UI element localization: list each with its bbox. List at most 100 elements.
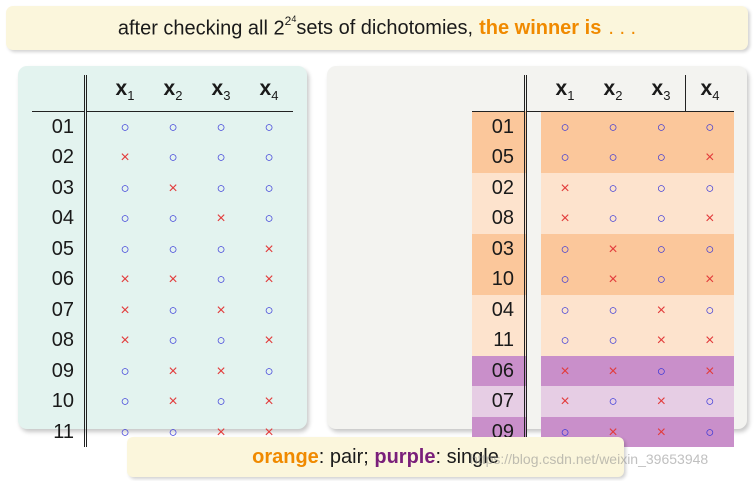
label-cell: ○ bbox=[589, 386, 637, 417]
label-cell: ○ bbox=[197, 142, 245, 173]
row-id: 10 bbox=[472, 264, 526, 295]
label-cell: ○ bbox=[101, 173, 149, 204]
watermark: https://blog.csdn.net/weixin_39653948 bbox=[470, 451, 709, 467]
cross-icon: × bbox=[264, 240, 274, 258]
label-cell: ○ bbox=[101, 203, 149, 234]
circle-icon: ○ bbox=[168, 149, 178, 167]
circle-icon: ○ bbox=[264, 210, 274, 228]
label-cell: ○ bbox=[589, 203, 637, 234]
double-divider bbox=[524, 75, 541, 112]
cross-icon: × bbox=[656, 423, 666, 441]
circle-icon: ○ bbox=[216, 118, 226, 136]
row-id: 02 bbox=[472, 172, 526, 204]
circle-icon: ○ bbox=[168, 210, 178, 228]
label-cell: ○ bbox=[685, 172, 734, 204]
label-cell: ○ bbox=[589, 142, 637, 173]
row-id: 09 bbox=[51, 359, 74, 382]
table-row: 11○○×× bbox=[472, 325, 734, 356]
label-cell: ○ bbox=[637, 355, 686, 387]
circle-icon: ○ bbox=[264, 149, 274, 167]
double-divider bbox=[524, 111, 541, 143]
label-cell: × bbox=[149, 264, 197, 295]
label-cell: ○ bbox=[637, 233, 686, 265]
cross-icon: × bbox=[216, 301, 226, 319]
label-cell: ○ bbox=[637, 264, 686, 295]
circle-icon: ○ bbox=[705, 301, 715, 319]
label-cell: ○ bbox=[245, 356, 293, 387]
title-middle: sets of dichotomies, bbox=[296, 16, 474, 39]
title-dots: . . . bbox=[608, 16, 637, 39]
cross-icon: × bbox=[168, 179, 178, 197]
label-cell: ○ bbox=[637, 203, 686, 234]
legend-orange-label: orange bbox=[252, 445, 319, 468]
row-id-header bbox=[32, 75, 86, 112]
circle-icon: ○ bbox=[120, 210, 130, 228]
circle-icon: ○ bbox=[216, 332, 226, 350]
label-cell: ○ bbox=[637, 172, 686, 204]
double-divider bbox=[84, 203, 101, 234]
circle-icon: ○ bbox=[264, 301, 274, 319]
table-row: 05○○○× bbox=[32, 233, 293, 265]
circle-icon: ○ bbox=[608, 210, 618, 228]
label-cell: ○ bbox=[589, 294, 637, 326]
row-id: 06 bbox=[51, 268, 74, 291]
table-row: 07×○×○ bbox=[472, 386, 734, 417]
label-cell: ○ bbox=[197, 386, 245, 417]
label-cell: × bbox=[637, 386, 686, 417]
table-row: 04○○×○ bbox=[472, 294, 734, 326]
cross-icon: × bbox=[120, 332, 130, 350]
circle-icon: ○ bbox=[216, 271, 226, 289]
label-cell: ○ bbox=[149, 111, 197, 142]
label-cell: ○ bbox=[245, 295, 293, 326]
label-cell: ○ bbox=[541, 325, 589, 356]
circle-icon: ○ bbox=[168, 118, 178, 136]
cross-icon: × bbox=[168, 271, 178, 289]
label-cell: × bbox=[685, 325, 734, 356]
label-cell: × bbox=[541, 203, 589, 234]
circle-icon: ○ bbox=[560, 240, 570, 258]
cross-icon: × bbox=[656, 332, 666, 350]
cross-icon: × bbox=[705, 149, 715, 167]
double-divider bbox=[84, 294, 101, 326]
circle-icon: ○ bbox=[608, 301, 618, 319]
table-row: 07×○×○ bbox=[32, 294, 293, 326]
row-id: 08 bbox=[51, 329, 74, 352]
circle-icon: ○ bbox=[216, 393, 226, 411]
label-cell: ○ bbox=[197, 173, 245, 204]
circle-icon: ○ bbox=[120, 362, 130, 380]
label-cell: × bbox=[637, 294, 686, 326]
circle-icon: ○ bbox=[560, 301, 570, 319]
double-divider bbox=[84, 233, 101, 265]
column-header-x1: x1 bbox=[101, 75, 149, 112]
label-cell: ○ bbox=[541, 111, 589, 143]
cross-icon: × bbox=[120, 149, 130, 167]
label-cell: × bbox=[541, 386, 589, 417]
label-cell: ○ bbox=[197, 325, 245, 356]
label-cell: ○ bbox=[245, 111, 293, 142]
label-cell: × bbox=[541, 355, 589, 387]
double-divider bbox=[84, 416, 101, 448]
circle-icon: ○ bbox=[705, 423, 715, 441]
cross-icon: × bbox=[264, 393, 274, 411]
row-id: 02 bbox=[51, 146, 74, 169]
cross-icon: × bbox=[120, 271, 130, 289]
table-row: 10○×○× bbox=[32, 386, 293, 417]
circle-icon: ○ bbox=[168, 301, 178, 319]
double-divider bbox=[524, 294, 541, 326]
table-row: 06××○× bbox=[472, 355, 734, 387]
circle-icon: ○ bbox=[168, 332, 178, 350]
cross-icon: × bbox=[705, 332, 715, 350]
table-row: 05○○○× bbox=[472, 142, 734, 173]
label-cell: × bbox=[149, 356, 197, 387]
title-prefix: after checking all 224 bbox=[117, 13, 297, 40]
label-cell: ○ bbox=[685, 233, 734, 265]
cross-icon: × bbox=[656, 393, 666, 411]
circle-icon: ○ bbox=[264, 362, 274, 380]
label-cell: ○ bbox=[685, 386, 734, 417]
label-cell: ○ bbox=[245, 203, 293, 234]
title-highlight: the winner is bbox=[479, 16, 602, 39]
